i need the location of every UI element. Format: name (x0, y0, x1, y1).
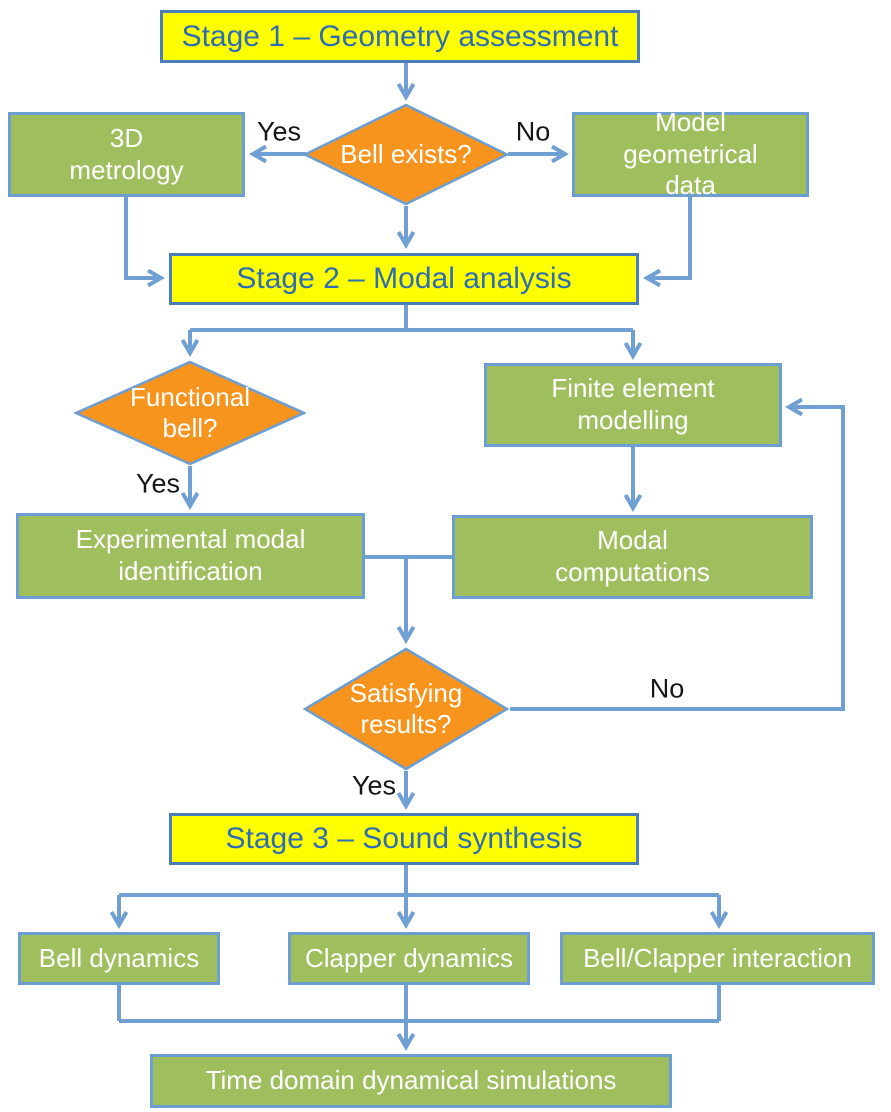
time-domain-simulations-label: Time domain dynamical simulations (205, 1065, 617, 1096)
conn-3d-metrology-to-stage2 (124, 197, 166, 288)
edge-label-bell-exists-yes: Yes (256, 116, 302, 147)
process-model-geometrical-data: Model geometrical data (572, 107, 809, 200)
stage1-title: Stage 1 – Geometry assessment (181, 19, 619, 53)
edge-label-satisfying-results-no: No (649, 673, 685, 704)
bell-exists-question: Bell exists? (340, 138, 472, 169)
satisfying-results-question: Satisfying results? (349, 677, 463, 739)
decision-functional-bell: Functional bell? (74, 360, 306, 466)
edge-label-bell-exists-no: No (515, 116, 551, 147)
satisfying-results-text-wrap: Satisfying results? (303, 647, 509, 771)
experimental-modal-identification-label: Experimental modal identification (75, 524, 306, 586)
conn-model-data-to-stage2 (642, 197, 692, 288)
bell-dynamics-label: Bell dynamics (38, 942, 200, 973)
process-clapper-dynamics: Clapper dynamics (288, 932, 530, 985)
functional-bell-text-wrap: Functional bell? (74, 360, 306, 466)
stage2-banner: Stage 2 – Modal analysis (169, 253, 639, 305)
functional-bell-diamond-shape (74, 360, 306, 466)
process-finite-element-modelling: Finite element modelling (484, 363, 782, 447)
bell-exists-text-wrap: Bell exists? (303, 103, 509, 206)
process-experimental-modal-identification: Experimental modal identification (16, 513, 365, 599)
stage3-banner: Stage 3 – Sound synthesis (169, 813, 639, 865)
stage1-banner: Stage 1 – Geometry assessment (160, 10, 640, 63)
bell-exists-diamond-shape (303, 103, 509, 206)
stage3-title: Stage 3 – Sound synthesis (225, 822, 583, 856)
process-3d-metrology: 3D metrology (8, 112, 245, 197)
process-bell-dynamics: Bell dynamics (18, 932, 220, 985)
edge-label-functional-bell-yes: Yes (135, 468, 181, 499)
3d-metrology-label: 3D metrology (69, 122, 184, 185)
stage2-title: Stage 2 – Modal analysis (236, 262, 572, 296)
satisfying-results-diamond-shape (303, 647, 509, 771)
conn-satisfying-no-loop-to-finite-element (510, 397, 845, 711)
clapper-dynamics-label: Clapper dynamics (304, 942, 514, 973)
process-bell-clapper-interaction: Bell/Clapper interaction (560, 932, 875, 985)
bell-clapper-interaction-label: Bell/Clapper interaction (583, 942, 852, 973)
modal-computations-label: Modal computations (555, 525, 710, 587)
edge-label-satisfying-results-yes: Yes (351, 770, 397, 801)
finite-element-modelling-label: Finite element modelling (551, 373, 715, 435)
decision-bell-exists: Bell exists? (303, 103, 509, 206)
functional-bell-question: Functional bell? (130, 381, 250, 443)
model-geometrical-data-label: Model geometrical data (623, 106, 758, 201)
process-modal-computations: Modal computations (452, 515, 813, 599)
process-time-domain-simulations: Time domain dynamical simulations (150, 1054, 672, 1108)
decision-satisfying-results: Satisfying results? (303, 647, 509, 771)
